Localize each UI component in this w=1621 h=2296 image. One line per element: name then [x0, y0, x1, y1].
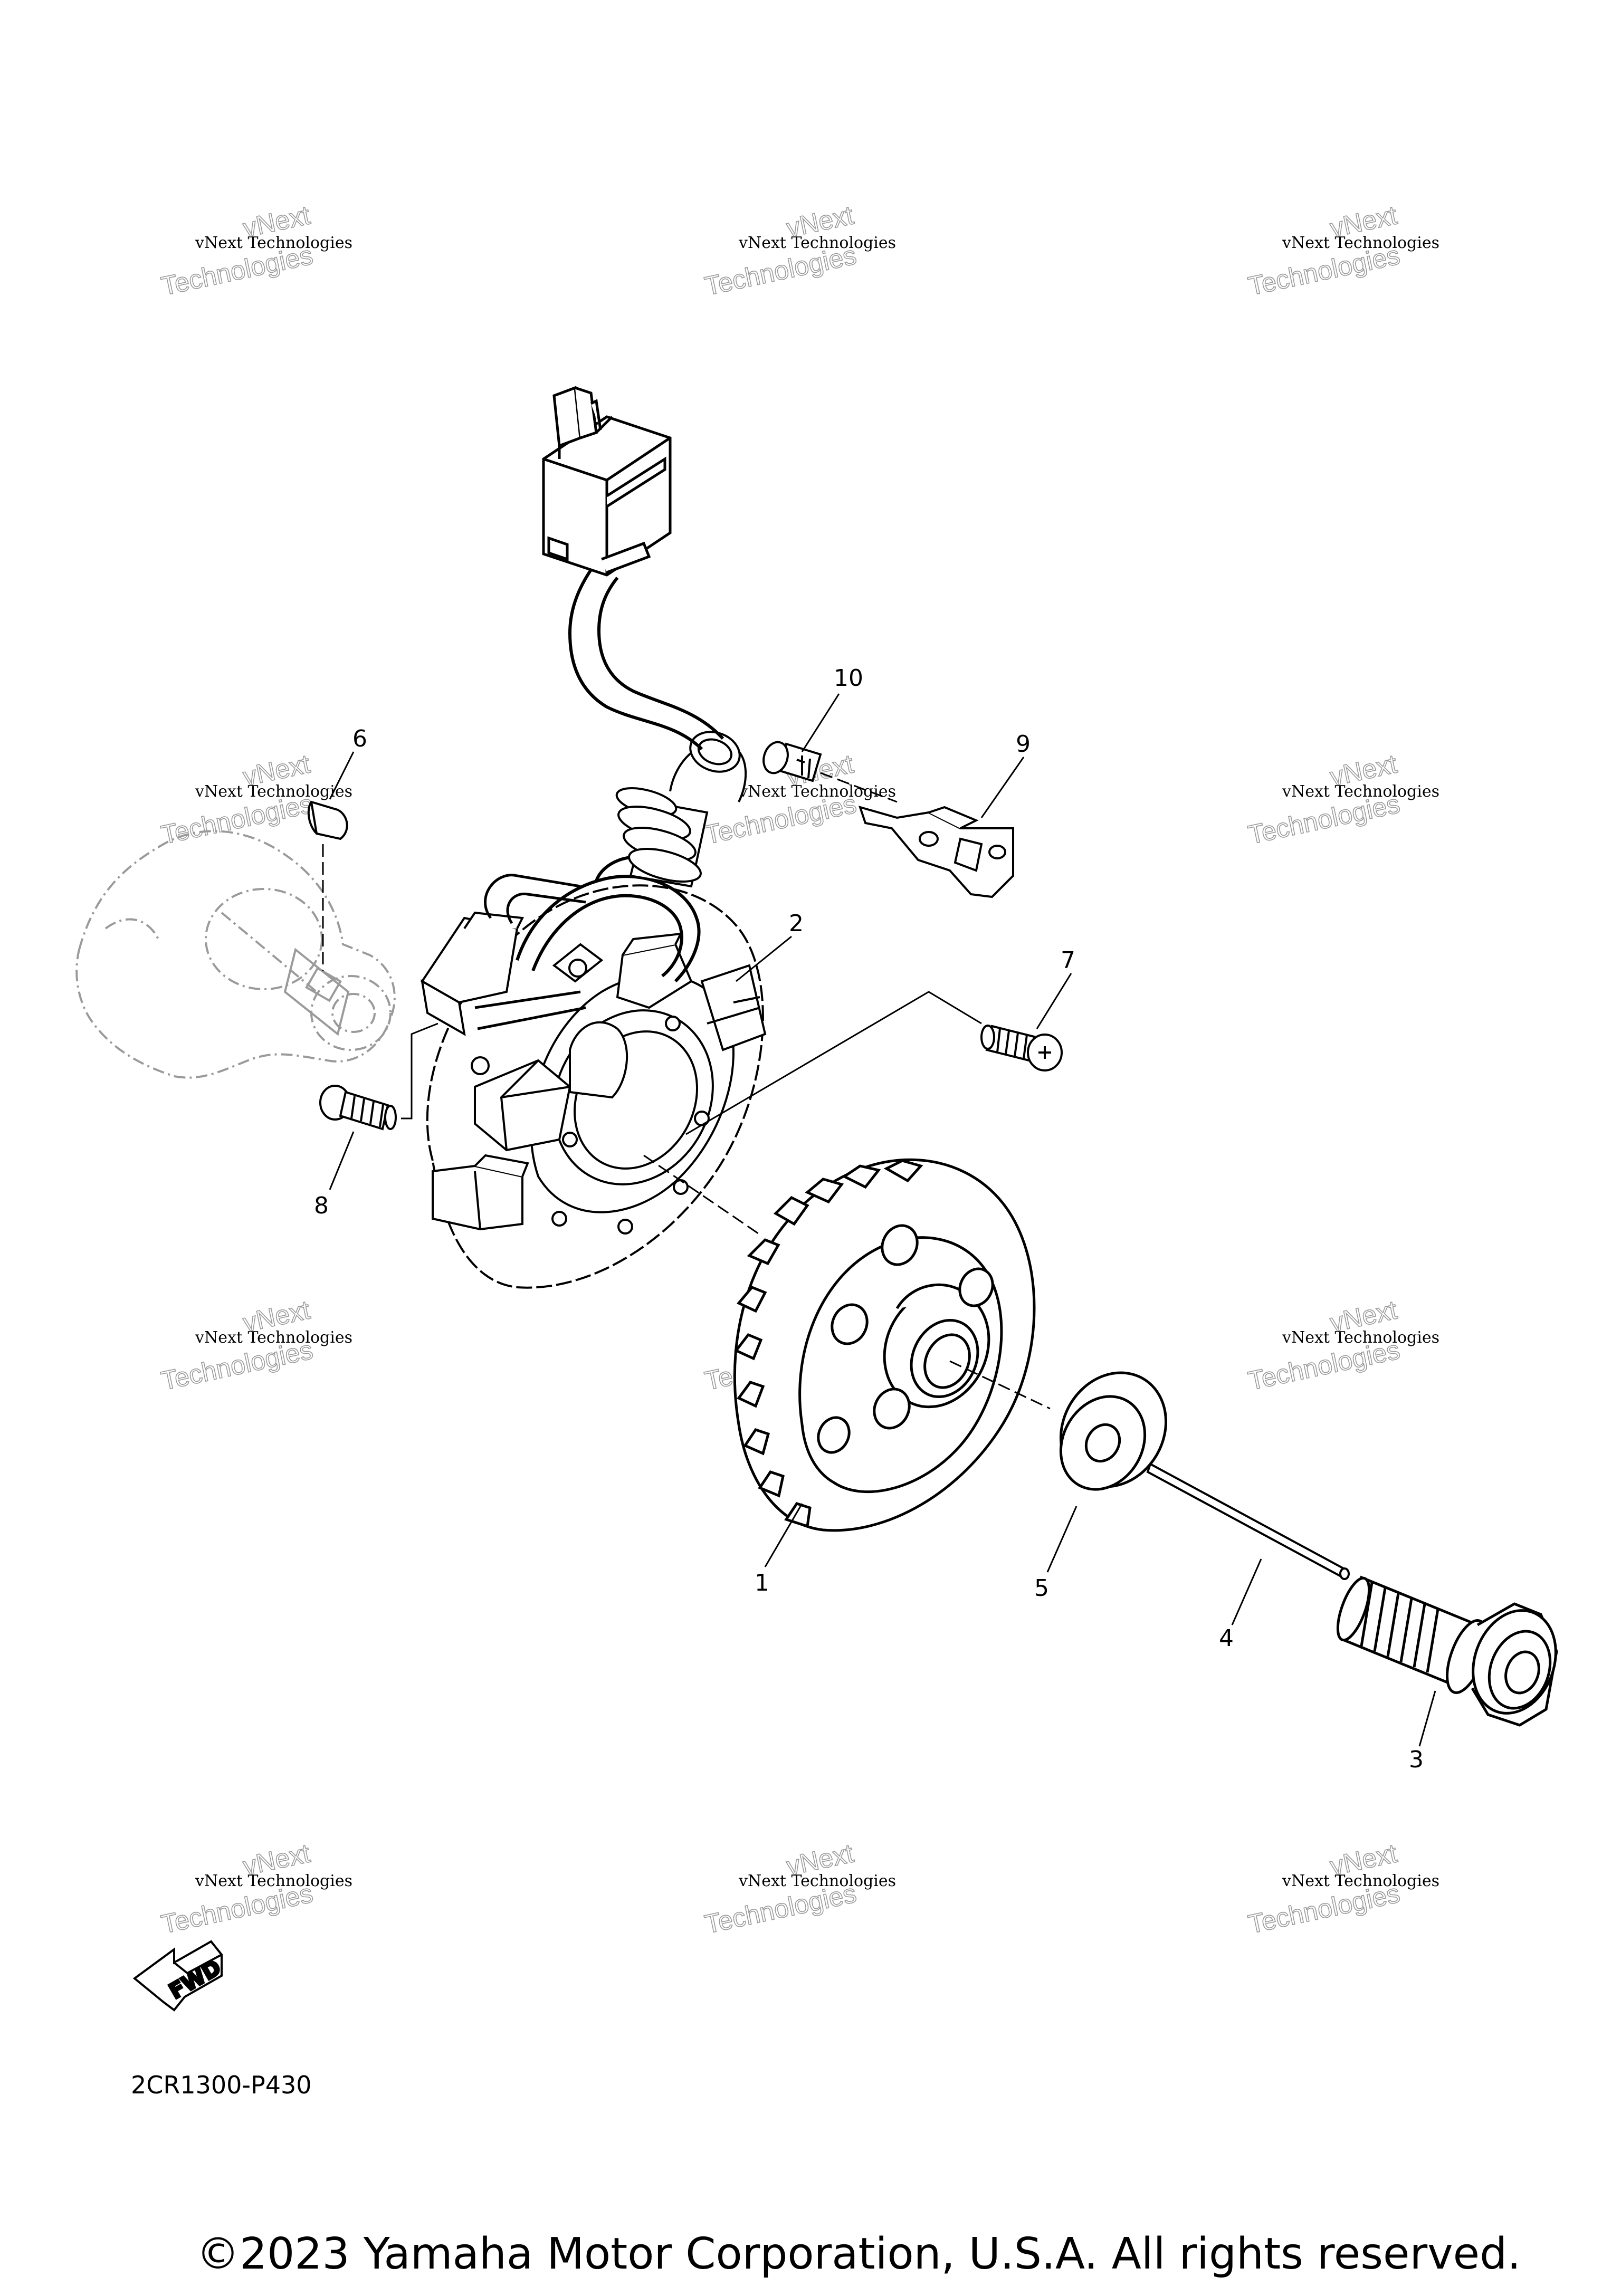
- svg-text:vNext Technologies: vNext Technologies: [1282, 782, 1439, 801]
- watermark-layer: vNext Technologies vNext Technologies vN…: [158, 200, 1439, 1940]
- svg-text:vNext Technologies: vNext Technologies: [1282, 234, 1439, 252]
- watermark-tile: vNext Technologies vNext Technologies: [702, 1838, 896, 1940]
- woodruff-key: [307, 800, 348, 840]
- bolt-part-10: [762, 741, 822, 782]
- svg-text:vNext Technologies: vNext Technologies: [195, 782, 352, 801]
- watermark-tile: vNext Technologies vNext Technologies: [702, 200, 896, 302]
- svg-text:vNext Technologies: vNext Technologies: [1282, 1328, 1439, 1347]
- callout-4: 4: [1219, 1625, 1234, 1652]
- wiring-grommet: [615, 731, 747, 888]
- fwd-arrow-icon: FWD: [132, 1940, 226, 2012]
- rotor-axis: [643, 1154, 760, 1236]
- rotor-washer-axis: [949, 1360, 1051, 1410]
- callout-1: 1: [755, 1570, 769, 1596]
- lead-wire-connector: [542, 386, 724, 751]
- diagram-code: 2CR1300-P430: [131, 2071, 312, 2099]
- callout-5: 5: [1034, 1575, 1049, 1602]
- crankcase-phantom: [75, 830, 396, 1079]
- bracket-part-9: [858, 806, 1014, 898]
- watermark-tile: vNext Technologies vNext Technologies: [1245, 749, 1439, 850]
- screw-7-axis: [685, 991, 982, 1135]
- svg-text:vNext Technologies: vNext Technologies: [195, 234, 352, 252]
- svg-text:vNext Technologies: vNext Technologies: [195, 1872, 352, 1890]
- watermark-tile: vNext Technologies vNext Technologies: [158, 200, 352, 302]
- callout-7: 7: [1061, 947, 1075, 974]
- rotor-flywheel: [733, 1158, 1036, 1532]
- svg-text:vNext Technologies: vNext Technologies: [738, 1872, 896, 1890]
- callout-labels: 1 2 3 4 5 6 7 8 9 10: [314, 665, 1424, 1773]
- watermark-tile: vNext Technologies vNext Technologies: [1245, 1295, 1439, 1396]
- watermark-tile: vNext Technologies vNext Technologies: [1245, 1838, 1439, 1940]
- watermark-tile: vNext Technologies vNext Technologies: [158, 1838, 352, 1940]
- callout-leaders: [329, 693, 1436, 1747]
- svg-text:vNext Technologies: vNext Technologies: [738, 782, 896, 801]
- bolt-part-3: [1336, 1575, 1558, 1727]
- pin-part-4: [1146, 1462, 1350, 1580]
- crankshaft-end: [283, 948, 350, 1036]
- washer-part-5: [1059, 1371, 1168, 1491]
- bolt-10-axis: [820, 772, 898, 803]
- watermark-tile: vNext Technologies vNext Technologies: [158, 1295, 352, 1396]
- svg-text:vNext Technologies: vNext Technologies: [195, 1328, 352, 1347]
- screw-8-leader: [401, 1022, 438, 1120]
- svg-text:vNext Technologies: vNext Technologies: [1282, 1872, 1439, 1890]
- callout-2: 2: [789, 910, 804, 937]
- svg-text:vNext Technologies: vNext Technologies: [738, 234, 896, 252]
- copyright-notice: ©2023 Yamaha Motor Corporation, U.S.A. A…: [196, 2229, 1521, 2279]
- callout-9: 9: [1016, 731, 1031, 758]
- screw-part-8: [319, 1085, 397, 1131]
- callout-6: 6: [352, 725, 367, 752]
- stator-assembly: [421, 855, 767, 1289]
- callout-3: 3: [1409, 1746, 1424, 1773]
- callout-10: 10: [834, 665, 863, 692]
- callout-8: 8: [314, 1192, 329, 1219]
- watermark-tile: vNext Technologies vNext Technologies: [1245, 200, 1439, 302]
- screw-part-7: [980, 1025, 1063, 1072]
